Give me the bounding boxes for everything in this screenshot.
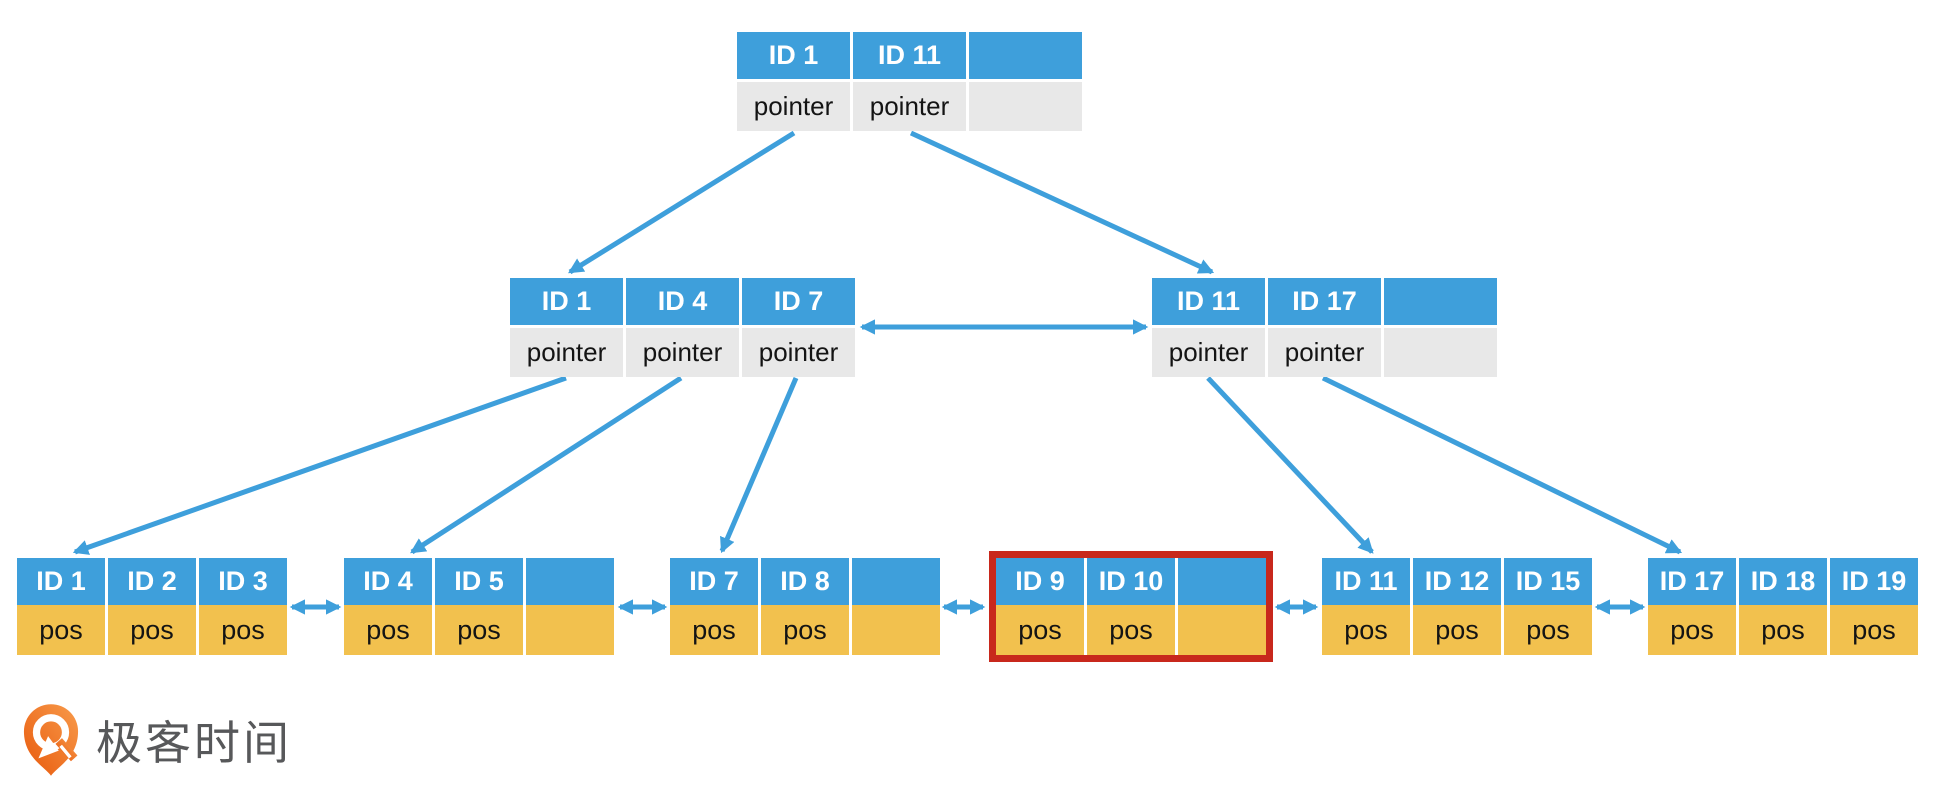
pointer-arrow-root-pointer-2 [909, 130, 1215, 275]
value-cell: pos [761, 605, 849, 655]
pointer-arrow-internal-left-pointer-1 [72, 375, 567, 555]
key-cell [1384, 278, 1497, 325]
key-cell: ID 1 [17, 558, 105, 605]
pointer-arrow-internal-left-pointer-2 [410, 375, 683, 555]
value-cell: pointer [853, 82, 966, 131]
key-cell: ID 17 [1648, 558, 1736, 605]
key-cell: ID 4 [626, 278, 739, 325]
value-cell: pos [1648, 605, 1736, 655]
value-cell: pos [17, 605, 105, 655]
value-cell: pos [1322, 605, 1410, 655]
value-cell: pointer [510, 328, 623, 377]
value-cell [969, 82, 1082, 131]
key-cell: ID 11 [1322, 558, 1410, 605]
key-cell: ID 2 [108, 558, 196, 605]
key-cell: ID 11 [853, 32, 966, 79]
key-cell: ID 7 [742, 278, 855, 325]
key-cell: ID 18 [1739, 558, 1827, 605]
value-cell: pointer [742, 328, 855, 377]
key-cell [1178, 558, 1266, 605]
key-cell: ID 4 [344, 558, 432, 605]
pointer-arrow-internal-right-pointer-1 [1206, 376, 1374, 554]
geektime-logo-text: 极客时间 [96, 717, 292, 769]
key-cell [852, 558, 940, 605]
key-cell: ID 8 [761, 558, 849, 605]
value-cell: pos [670, 605, 758, 655]
value-cell [1178, 605, 1266, 655]
value-cell: pos [1739, 605, 1827, 655]
key-cell [526, 558, 614, 605]
key-cell: ID 1 [737, 32, 850, 79]
pointer-arrow-root-pointer-1 [568, 130, 796, 275]
pointer-arrow-internal-left-pointer-3 [719, 377, 799, 554]
value-cell [852, 605, 940, 655]
value-cell: pointer [626, 328, 739, 377]
value-cell: pointer [1268, 328, 1381, 377]
value-cell: pos [996, 605, 1084, 655]
value-cell [526, 605, 614, 655]
key-cell: ID 17 [1268, 278, 1381, 325]
value-cell: pointer [737, 82, 850, 131]
value-cell: pos [1413, 605, 1501, 655]
pointer-arrow-internal-right-pointer-2 [1321, 375, 1683, 555]
key-cell: ID 15 [1504, 558, 1592, 605]
key-cell: ID 19 [1830, 558, 1918, 605]
value-cell: pointer [1152, 328, 1265, 377]
value-cell [1384, 328, 1497, 377]
geektime-logo-icon [23, 704, 79, 776]
key-cell: ID 12 [1413, 558, 1501, 605]
value-cell: pos [108, 605, 196, 655]
value-cell: pos [1504, 605, 1592, 655]
key-cell: ID 11 [1152, 278, 1265, 325]
value-cell: pos [199, 605, 287, 655]
value-cell: pos [435, 605, 523, 655]
value-cell: pos [1087, 605, 1175, 655]
value-cell: pos [344, 605, 432, 655]
key-cell: ID 10 [1087, 558, 1175, 605]
key-cell: ID 5 [435, 558, 523, 605]
key-cell: ID 3 [199, 558, 287, 605]
value-cell: pos [1830, 605, 1918, 655]
geektime-logo: 极客时间 [22, 702, 292, 778]
key-cell: ID 9 [996, 558, 1084, 605]
key-cell [969, 32, 1082, 79]
key-cell: ID 7 [670, 558, 758, 605]
key-cell: ID 1 [510, 278, 623, 325]
